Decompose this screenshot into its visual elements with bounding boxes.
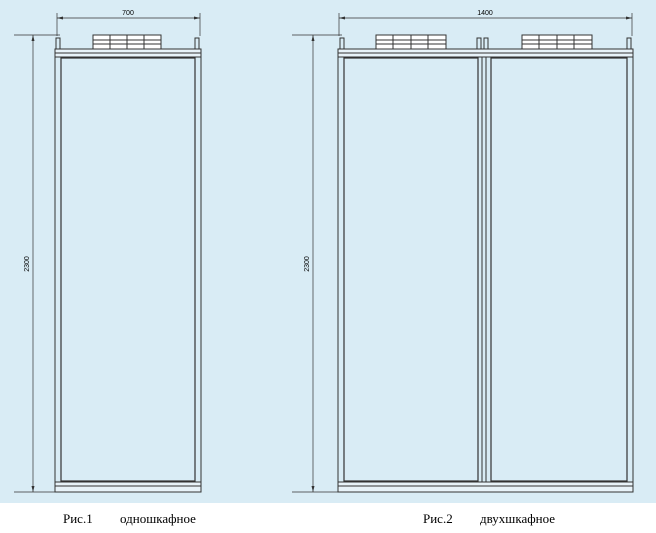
figure-2-caption: двухшкафное: [480, 511, 556, 526]
figure-1-label: Рис.1: [63, 511, 93, 526]
double-width-dimension: 1400: [477, 10, 493, 17]
double-cabinet-figure: [292, 13, 634, 493]
double-height-dimension: 2300: [304, 256, 311, 272]
figure-1-caption: одношкафное: [120, 511, 196, 526]
figure-2-label: Рис.2: [423, 511, 453, 526]
single-width-dimension: 700: [122, 10, 134, 17]
single-cabinet-figure: [14, 13, 202, 493]
single-height-dimension: 2300: [24, 256, 31, 272]
drawing-background: [0, 0, 656, 503]
